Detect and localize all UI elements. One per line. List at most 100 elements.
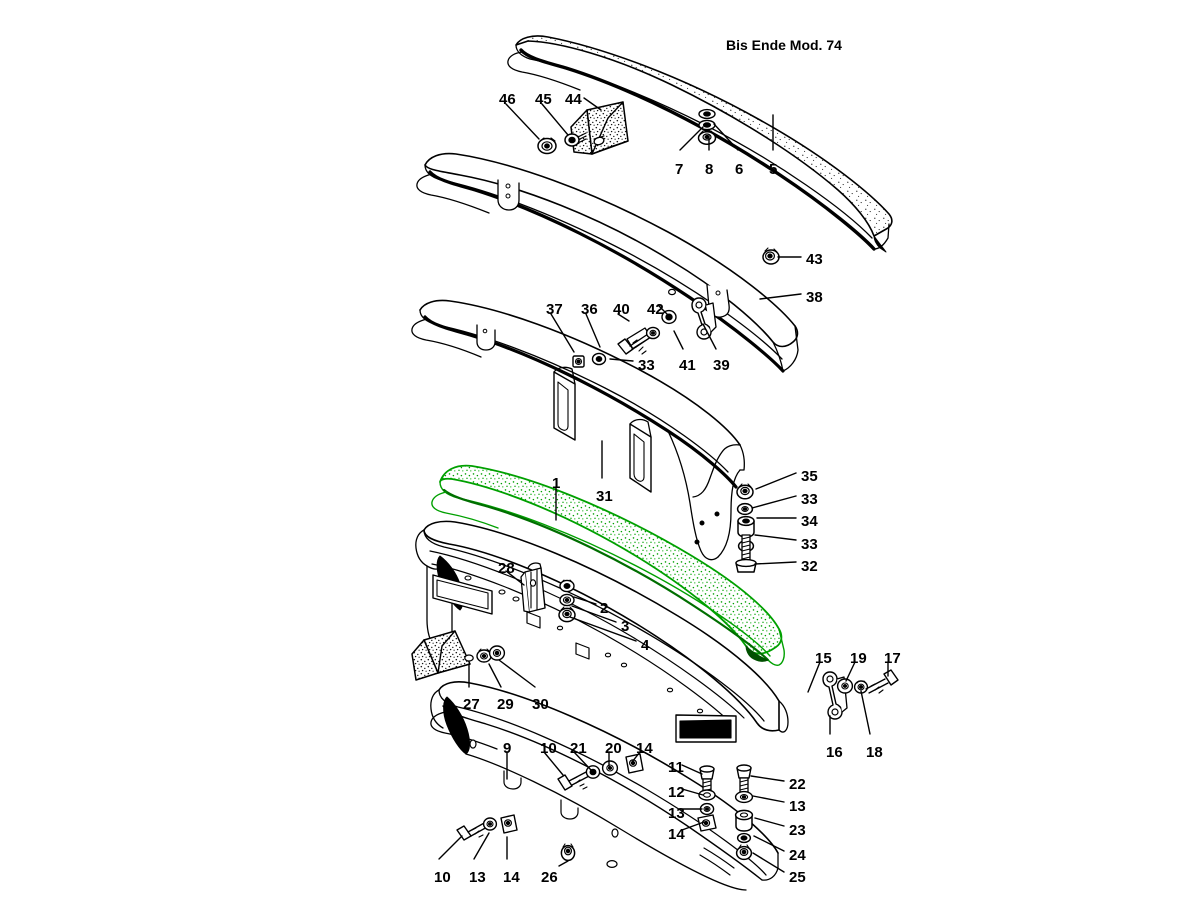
callout-number-33: 33	[638, 357, 655, 374]
leader-line-10	[543, 751, 564, 776]
callout-number-41: 41	[679, 357, 696, 374]
leader-line-42	[658, 305, 668, 315]
fastener-26-nut	[560, 843, 576, 862]
callout-number-27: 27	[463, 696, 480, 713]
leader-line-29	[488, 663, 502, 688]
leader-line-12	[681, 788, 704, 796]
fastener-33-washer-upper	[736, 502, 754, 516]
leader-line-14	[631, 751, 641, 763]
fastener-3-washer	[559, 593, 575, 607]
callout-number-13: 13	[789, 798, 806, 815]
part-bumper-middle-with-plate-recess	[415, 520, 789, 743]
leader-line-33	[751, 495, 797, 509]
fastener-43-nut	[762, 247, 780, 265]
fastener-34-spacer	[737, 515, 755, 538]
callout-number-3: 3	[621, 618, 630, 635]
leader-line-32	[754, 561, 797, 565]
callout-number-30: 30	[532, 696, 549, 713]
callout-number-28: 28	[498, 560, 515, 577]
fastener-45-washer	[564, 133, 580, 147]
leader-line-30	[498, 659, 536, 688]
fastener-41-nut	[645, 326, 661, 340]
part-39-link-bracket-upper	[691, 297, 717, 340]
fastener-4-nut	[558, 606, 576, 623]
callout-number-44: 44	[565, 91, 582, 108]
fastener-2-washer	[559, 579, 575, 593]
leader-line-11	[681, 764, 703, 775]
callout-number-14: 14	[503, 869, 520, 886]
leader-line-13	[752, 795, 785, 803]
part-5-bumper-bar-upper	[507, 35, 893, 253]
fastener-19-washer	[836, 678, 854, 694]
callout-number-40: 40	[613, 301, 630, 318]
callout-number-19: 19	[850, 650, 867, 667]
callout-number-33: 33	[801, 536, 818, 553]
callout-number-37: 37	[546, 301, 563, 318]
fastener-13-washer-right	[734, 790, 754, 804]
callout-number-46: 46	[499, 91, 516, 108]
leader-line-26	[558, 860, 569, 867]
fastener-30-washer	[488, 645, 506, 661]
leader-line-4	[569, 616, 637, 642]
leader-line-6	[713, 123, 739, 151]
callout-number-16: 16	[826, 744, 843, 761]
fastener-42-washer	[661, 309, 677, 325]
callout-number-42: 42	[647, 301, 664, 318]
callout-number-14: 14	[636, 740, 653, 757]
callout-number-34: 34	[801, 513, 818, 530]
callout-number-35: 35	[801, 468, 818, 485]
diagram-title: Bis Ende Mod. 74	[726, 37, 842, 53]
fastener-35-nut	[736, 483, 754, 500]
callout-number-2: 2	[600, 600, 609, 617]
callout-number-26: 26	[541, 869, 558, 886]
callout-number-14: 14	[668, 826, 685, 843]
leader-line-28	[505, 570, 525, 586]
callout-number-32: 32	[801, 558, 818, 575]
callout-number-33: 33	[801, 491, 818, 508]
callout-number-20: 20	[605, 740, 622, 757]
callout-number-25: 25	[789, 869, 806, 886]
callout-number-36: 36	[581, 301, 598, 318]
leader-line-14	[681, 821, 705, 831]
callout-number-10: 10	[540, 740, 557, 757]
callout-number-4: 4	[641, 637, 650, 654]
leader-line-18	[860, 690, 871, 735]
fastener-37-nut	[572, 355, 585, 368]
leader-line-15	[807, 661, 821, 693]
callout-number-5: 5	[769, 161, 778, 178]
callout-number-9: 9	[503, 740, 512, 757]
callout-number-45: 45	[535, 91, 552, 108]
fastener-13-washer-bottom	[482, 817, 498, 831]
leader-line-13	[473, 832, 490, 860]
leader-line-25	[752, 852, 785, 873]
leader-line-38	[759, 293, 802, 300]
callout-number-31: 31	[596, 488, 613, 505]
callout-number-7: 7	[675, 161, 684, 178]
callout-number-21: 21	[570, 740, 587, 757]
leader-line-39	[702, 323, 717, 350]
leader-line-37	[550, 313, 575, 353]
callout-number-15: 15	[815, 650, 832, 667]
fastener-32-bolt	[735, 534, 757, 573]
callout-number-39: 39	[713, 357, 730, 374]
leader-line-19	[845, 661, 856, 682]
callout-number-17: 17	[884, 650, 901, 667]
callout-number-13: 13	[469, 869, 486, 886]
fastener-17-bolt	[865, 669, 899, 694]
fastener-12-washer	[698, 789, 716, 801]
leader-line-21	[573, 751, 592, 771]
callout-number-38: 38	[806, 289, 823, 306]
callout-number-13: 13	[668, 805, 685, 822]
part-38-bumper-bar-second	[416, 152, 799, 373]
callout-number-43: 43	[806, 251, 823, 268]
fastener-22-bolt	[736, 764, 752, 797]
part-27-rubber-buffer-block-lower	[411, 630, 474, 681]
leader-line-24	[753, 835, 785, 852]
callout-number-11: 11	[668, 759, 684, 776]
fastener-13-washer-left	[699, 802, 715, 816]
part-31-bumper-bar-with-brackets	[411, 299, 746, 561]
leader-line-23	[754, 817, 785, 827]
leader-line-10	[438, 835, 463, 860]
